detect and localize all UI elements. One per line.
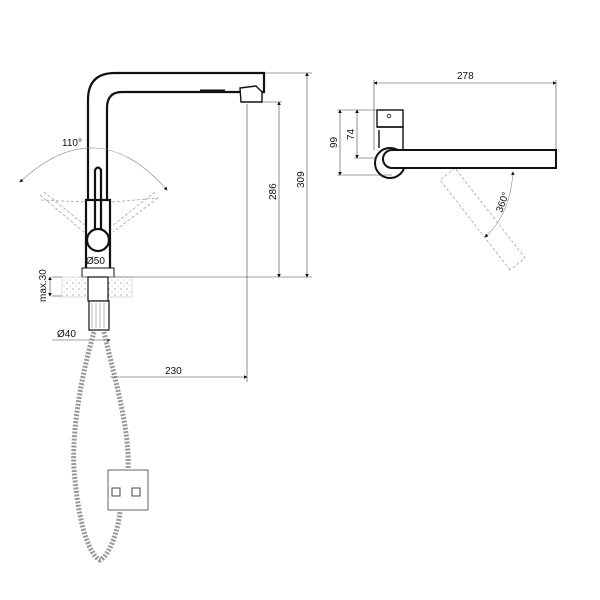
mounting-shank [87,276,109,302]
depth-label: 99 [329,136,340,148]
total-height-label: 309 [296,171,307,188]
hose-spray [101,331,131,471]
body-depth-label: 74 [346,128,357,140]
lever-handle [93,166,103,240]
side-view-faucet: 110° Ø50 max.30 Ø40 286 309 230 [19,71,312,563]
rotation-arc [484,171,515,238]
shank-diameter-label: Ø40 [57,329,76,340]
lever-angle-label: 110° [62,138,82,149]
lever-ghost-right [111,197,159,203]
body-diameter-label: Ø50 [86,256,105,267]
hose-supply [71,331,123,563]
top-view-faucet: 278 360° 99 74 [329,71,557,271]
spout-outline [86,71,266,200]
aerator-nozzle [239,85,263,103]
rotation-label: 360° [494,191,511,214]
lever-angle-arc [19,147,168,191]
base-ring [81,267,115,278]
counter-thickness-label: max.30 [38,269,49,302]
spout-reach-label: 230 [165,366,182,377]
top-spout [382,149,557,169]
lever-ghost-left [39,199,85,203]
spout-height-label: 286 [268,183,279,200]
spout-ghost-rotated [439,167,526,271]
lever-hub [85,227,111,253]
total-length-label: 278 [457,71,474,82]
hose-weight [107,469,149,511]
top-lever [376,109,404,128]
